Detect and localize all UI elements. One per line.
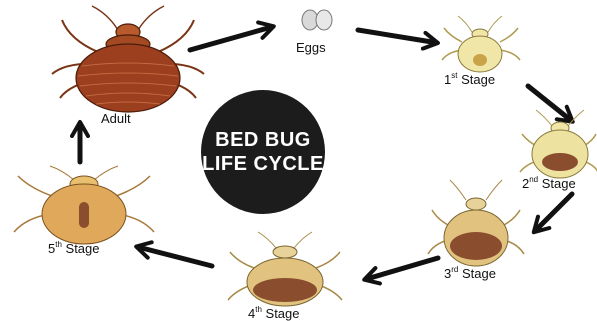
label-adult-text: Adult [101, 111, 131, 126]
stage2-suffix: nd [529, 175, 538, 184]
title-line-2: LIFE CYCLE [202, 152, 324, 176]
center-title-badge: BED BUG LIFE CYCLE [201, 90, 325, 214]
stage5-suffix: th [55, 240, 62, 249]
stage4-suffix: th [255, 305, 262, 314]
arrow-eggs-to-stage1 [358, 30, 432, 42]
stage3-suffix: rd [451, 265, 458, 274]
label-stage5: 5th Stage [48, 242, 100, 256]
eggs-illustration [302, 10, 332, 30]
stage1-nymph-illustration [442, 16, 520, 72]
stage4-nymph-illustration [228, 232, 342, 306]
stage2-nymph-illustration [520, 110, 597, 178]
label-eggs-text: Eggs [296, 40, 326, 55]
title-line-1: BED BUG [215, 128, 311, 152]
stage4-word: Stage [262, 306, 300, 321]
arrow-stage1-to-stage2 [528, 86, 568, 118]
stage1-suffix: st [451, 71, 457, 80]
label-stage4: 4th Stage [248, 307, 300, 321]
stage2-word: Stage [538, 176, 576, 191]
arrow-stage4-to-stage5 [142, 248, 212, 266]
stage3-nymph-illustration [428, 180, 524, 266]
label-stage1: 1st Stage [444, 73, 495, 87]
arrow-stage3-to-stage4 [370, 258, 438, 278]
label-adult: Adult [101, 112, 131, 126]
stage5-nymph-illustration [14, 166, 154, 244]
stage1-word: Stage [457, 72, 495, 87]
label-eggs: Eggs [296, 41, 326, 55]
arrow-adult-to-eggs [190, 28, 268, 50]
label-stage2: 2nd Stage [522, 177, 576, 191]
label-stage3: 3rd Stage [444, 267, 496, 281]
stage5-word: Stage [62, 241, 100, 256]
arrow-stage2-to-stage3 [538, 194, 572, 228]
stage3-word: Stage [458, 266, 496, 281]
adult-bedbug-illustration [52, 6, 204, 112]
